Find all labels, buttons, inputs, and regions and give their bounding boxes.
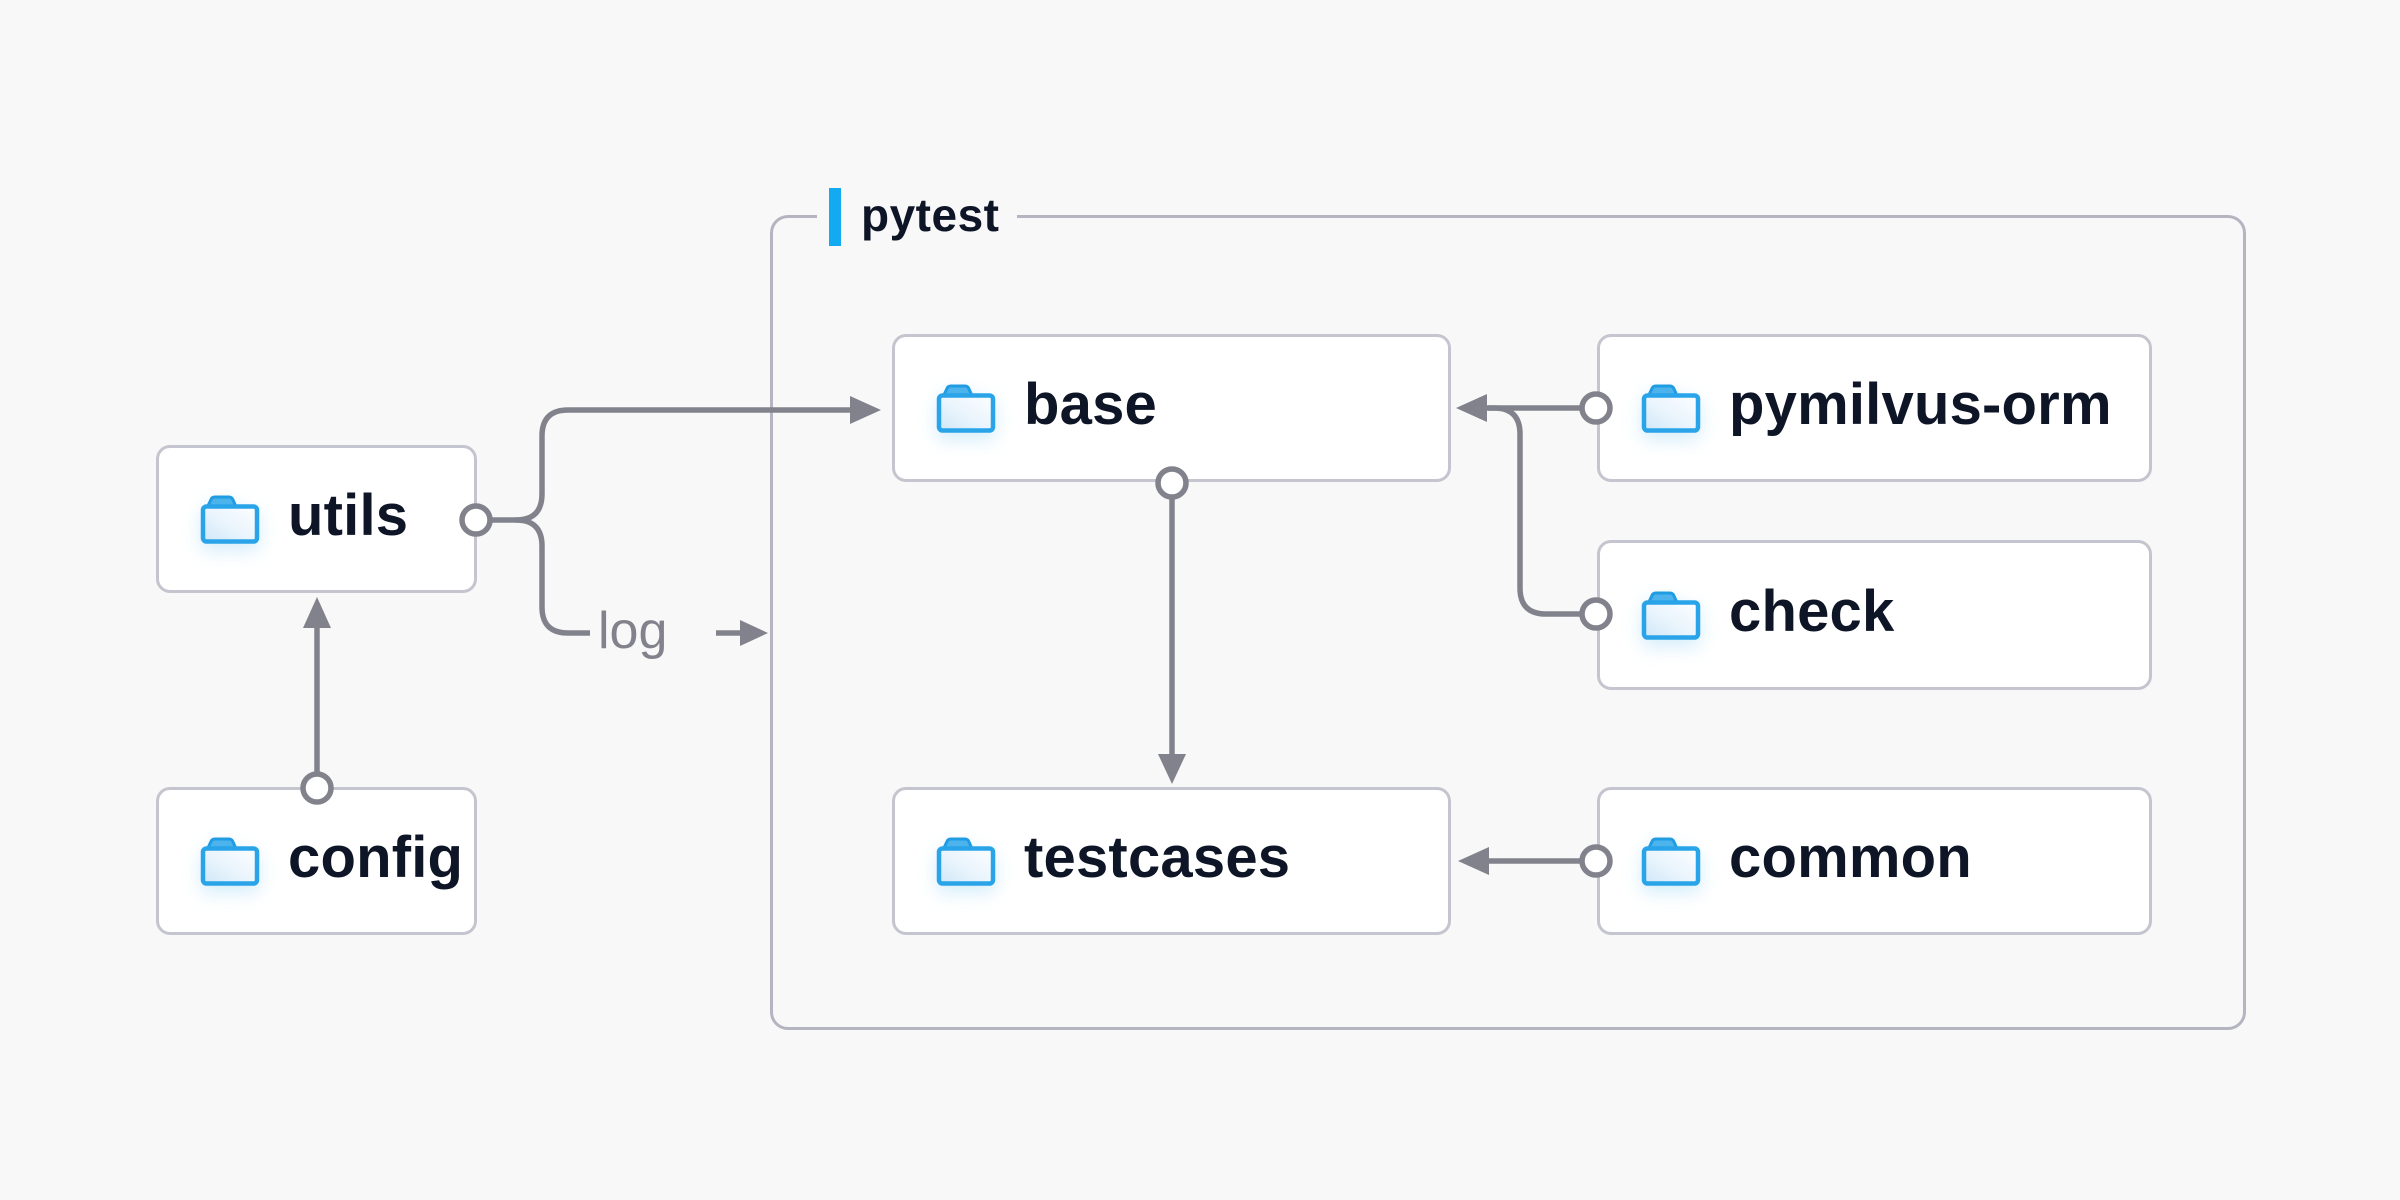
node-label: common [1729,825,1972,890]
node-testcases: testcases [892,787,1451,935]
folder-icon [1640,382,1702,434]
node-label: check [1729,579,1895,644]
folder-icon [199,493,261,545]
folder-icon [935,835,997,887]
node-utils: utils [156,445,477,593]
log-edge-label: log [598,601,668,660]
container-title: pytest [861,189,1000,241]
node-common: common [1597,787,2152,935]
accent-bar-icon [829,188,841,246]
node-base: base [892,334,1451,482]
node-config: config [156,787,477,935]
pytest-container: pytest [770,186,2246,1030]
node-label: pymilvus-orm [1729,372,2112,437]
pytest-container-label: pytest [817,186,1018,248]
edge-utils-to-log [515,517,590,636]
node-pymilvus-orm: pymilvus-orm [1597,334,2152,482]
node-check: check [1597,540,2152,690]
folder-icon [1640,835,1702,887]
folder-icon [1640,589,1702,641]
folder-icon [935,382,997,434]
node-label: testcases [1024,825,1291,890]
node-label: base [1024,372,1157,437]
arrowhead-log [740,620,768,646]
arrowhead-into-utils-bottom [303,597,331,628]
node-label: utils [288,483,409,548]
node-label: config [288,825,464,890]
folder-icon [199,835,261,887]
